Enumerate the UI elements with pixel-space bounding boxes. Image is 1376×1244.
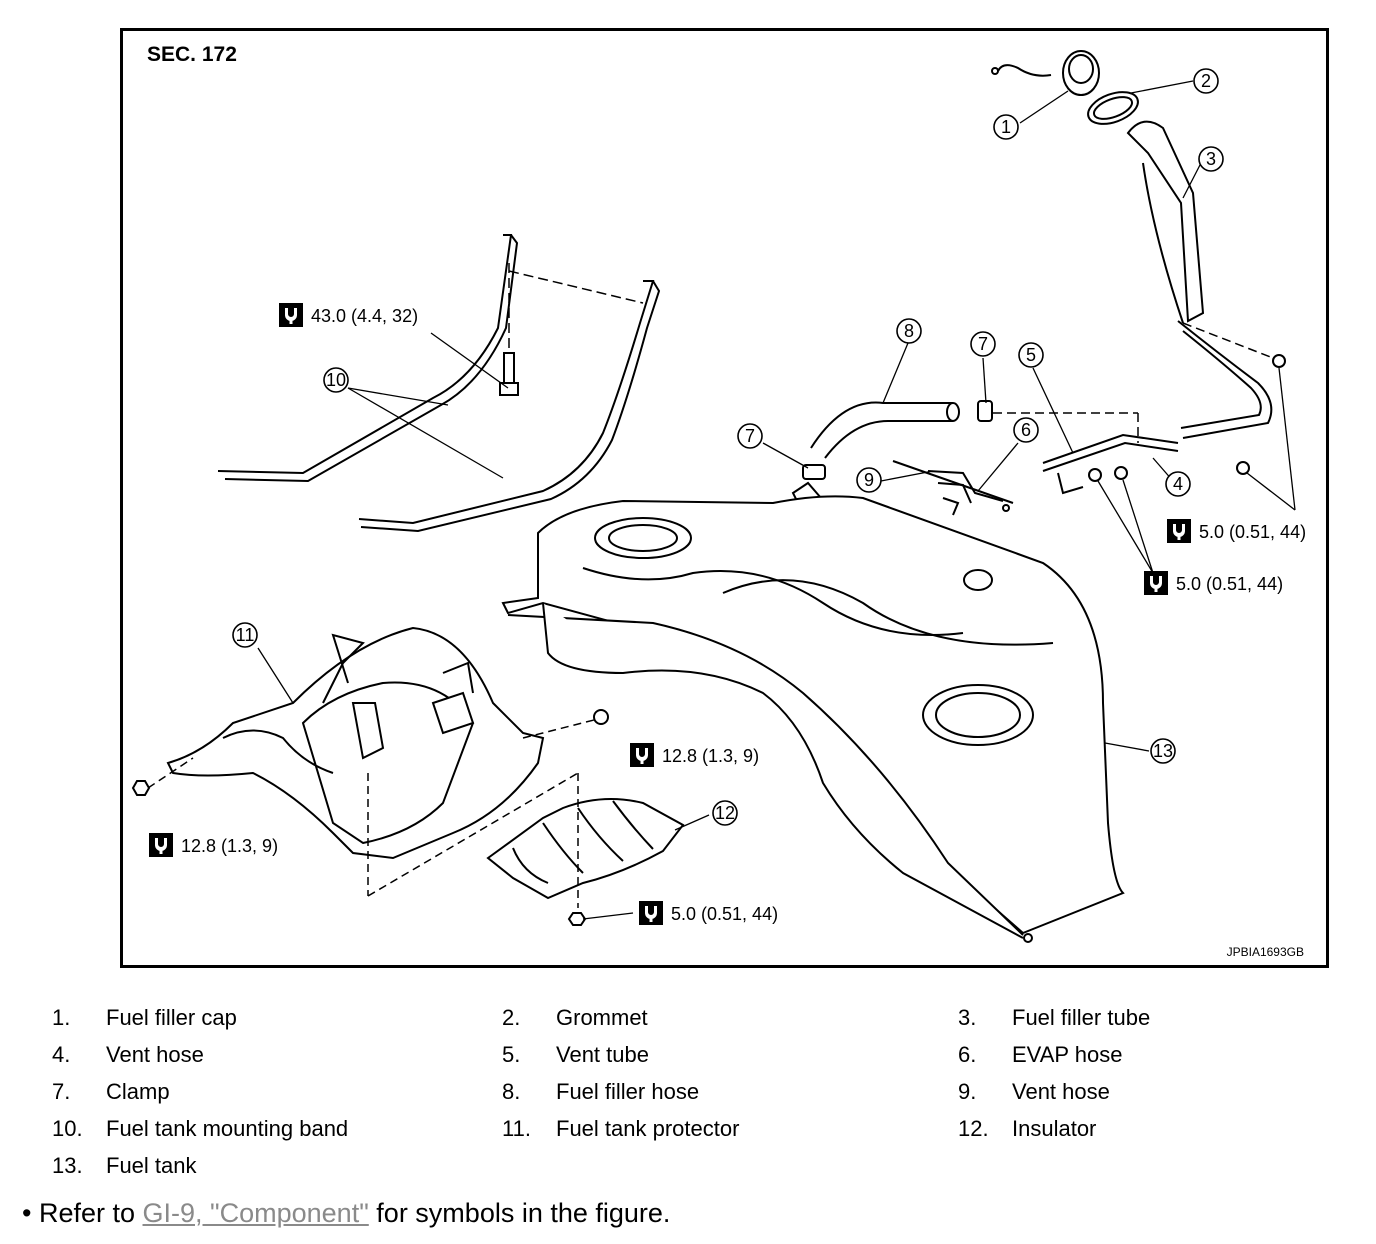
insulator bbox=[486, 773, 685, 926]
callout-12: 12 bbox=[712, 800, 738, 826]
fuel-filler-assembly bbox=[991, 50, 1286, 475]
legend-num: 3. bbox=[958, 1005, 977, 1030]
legend-label: Fuel filler tube bbox=[1012, 1005, 1151, 1030]
torque-spec: 12.8 (1.3, 9) bbox=[630, 743, 759, 767]
fuel-tank-mounting-band bbox=[217, 234, 661, 533]
callout-9: 9 bbox=[856, 467, 882, 493]
torque-value: 5.0 (0.51, 44) bbox=[671, 904, 778, 924]
legend-num: 5. bbox=[502, 1042, 521, 1067]
torque-value: 5.0 (0.51, 44) bbox=[1199, 522, 1306, 542]
legend-num: 12. bbox=[958, 1116, 989, 1141]
leader-lines bbox=[257, 80, 1296, 920]
callout-8: 8 bbox=[896, 318, 922, 344]
callout-number: 10 bbox=[326, 370, 346, 390]
legend-num: 13. bbox=[52, 1153, 83, 1178]
legend-label: Grommet bbox=[556, 1005, 648, 1030]
callout-3: 3 bbox=[1198, 146, 1224, 172]
legend-label: Vent hose bbox=[1012, 1079, 1110, 1104]
callout-number: 9 bbox=[864, 470, 874, 490]
torque-specs: 43.0 (4.4, 32) 5.0 (0.51, 44) 5.0 (0.51, 4… bbox=[149, 303, 1306, 925]
callout-number: 8 bbox=[904, 321, 914, 341]
callout-4: 4 bbox=[1165, 471, 1191, 497]
legend-label: Fuel tank mounting band bbox=[106, 1116, 349, 1141]
callout-number: 12 bbox=[715, 803, 735, 823]
legend-label: Insulator bbox=[1012, 1116, 1097, 1141]
callout-11: 11 bbox=[232, 622, 258, 648]
bullet: • bbox=[22, 1198, 32, 1228]
legend-label: Vent hose bbox=[106, 1042, 204, 1067]
callout-10: 10 bbox=[323, 367, 349, 393]
legend-label: Vent tube bbox=[556, 1042, 649, 1067]
torque-wrench-icon bbox=[630, 743, 654, 767]
torque-spec: 12.8 (1.3, 9) bbox=[149, 833, 278, 857]
section-label: SEC. 172 bbox=[147, 43, 237, 66]
parts-legend: 1. Fuel filler cap 2. Grommet 3. Fuel fille… bbox=[0, 1000, 1376, 1180]
callout-number: 4 bbox=[1173, 474, 1183, 494]
callout-number: 7 bbox=[978, 334, 988, 354]
legend-num: 1. bbox=[52, 1005, 71, 1030]
legend-label: Fuel tank bbox=[106, 1153, 197, 1178]
legend-num: 7. bbox=[52, 1079, 71, 1104]
legend-label: Fuel tank protector bbox=[556, 1116, 740, 1141]
torque-spec: 5.0 (0.51, 44) bbox=[639, 901, 778, 925]
torque-spec: 43.0 (4.4, 32) bbox=[279, 303, 418, 327]
callout-number: 7 bbox=[745, 426, 755, 446]
legend-label: Fuel filler cap bbox=[106, 1005, 237, 1030]
callout-number: 6 bbox=[1021, 420, 1031, 440]
callout-7: 7 bbox=[970, 331, 996, 357]
legend-num: 9. bbox=[958, 1079, 977, 1104]
callout-1: 1 bbox=[993, 114, 1019, 140]
legend-num: 2. bbox=[502, 1005, 521, 1030]
torque-value: 43.0 (4.4, 32) bbox=[311, 306, 418, 326]
fuel-tank bbox=[501, 495, 1125, 943]
callout-5: 5 bbox=[1018, 342, 1044, 368]
image-code: JPBIA1693GB bbox=[1226, 945, 1304, 959]
reference-note: • Refer to GI-9, "Component" for symbols… bbox=[22, 1198, 670, 1229]
torque-value: 12.8 (1.3, 9) bbox=[181, 836, 278, 856]
callout-2: 2 bbox=[1193, 68, 1219, 94]
fuel-tank-protector bbox=[131, 626, 609, 897]
callout-number: 5 bbox=[1026, 345, 1036, 365]
torque-wrench-icon bbox=[149, 833, 173, 857]
legend-num: 8. bbox=[502, 1079, 521, 1104]
legend-num: 4. bbox=[52, 1042, 71, 1067]
legend-label: Fuel filler hose bbox=[556, 1079, 700, 1104]
torque-wrench-icon bbox=[279, 303, 303, 327]
callout-number: 13 bbox=[1153, 741, 1173, 761]
note-suffix: for symbols in the figure. bbox=[368, 1198, 671, 1228]
torque-wrench-icon bbox=[1144, 571, 1168, 595]
legend-label: EVAP hose bbox=[1012, 1042, 1123, 1067]
torque-wrench-icon bbox=[1167, 519, 1191, 543]
legend-num: 11. bbox=[502, 1116, 531, 1141]
torque-spec: 5.0 (0.51, 44) bbox=[1144, 571, 1283, 595]
callout-7: 7 bbox=[737, 423, 763, 449]
callout-number: 1 bbox=[1001, 117, 1011, 137]
torque-value: 12.8 (1.3, 9) bbox=[662, 746, 759, 766]
torque-spec: 5.0 (0.51, 44) bbox=[1167, 519, 1306, 543]
callout-number: 3 bbox=[1206, 149, 1216, 169]
torque-value: 5.0 (0.51, 44) bbox=[1176, 574, 1283, 594]
torque-wrench-icon bbox=[639, 901, 663, 925]
legend-num: 6. bbox=[958, 1042, 977, 1067]
callout-13: 13 bbox=[1150, 738, 1176, 764]
callout-6: 6 bbox=[1013, 417, 1039, 443]
component-reference-link[interactable]: GI-9, "Component" bbox=[142, 1198, 369, 1228]
diagram-frame: SEC. 172 bbox=[120, 28, 1329, 968]
note-prefix: Refer to bbox=[38, 1198, 143, 1228]
callout-number: 2 bbox=[1201, 71, 1211, 91]
legend-label: Clamp bbox=[106, 1079, 170, 1104]
callout-number: 11 bbox=[236, 625, 255, 645]
legend-num: 10. bbox=[52, 1116, 83, 1141]
